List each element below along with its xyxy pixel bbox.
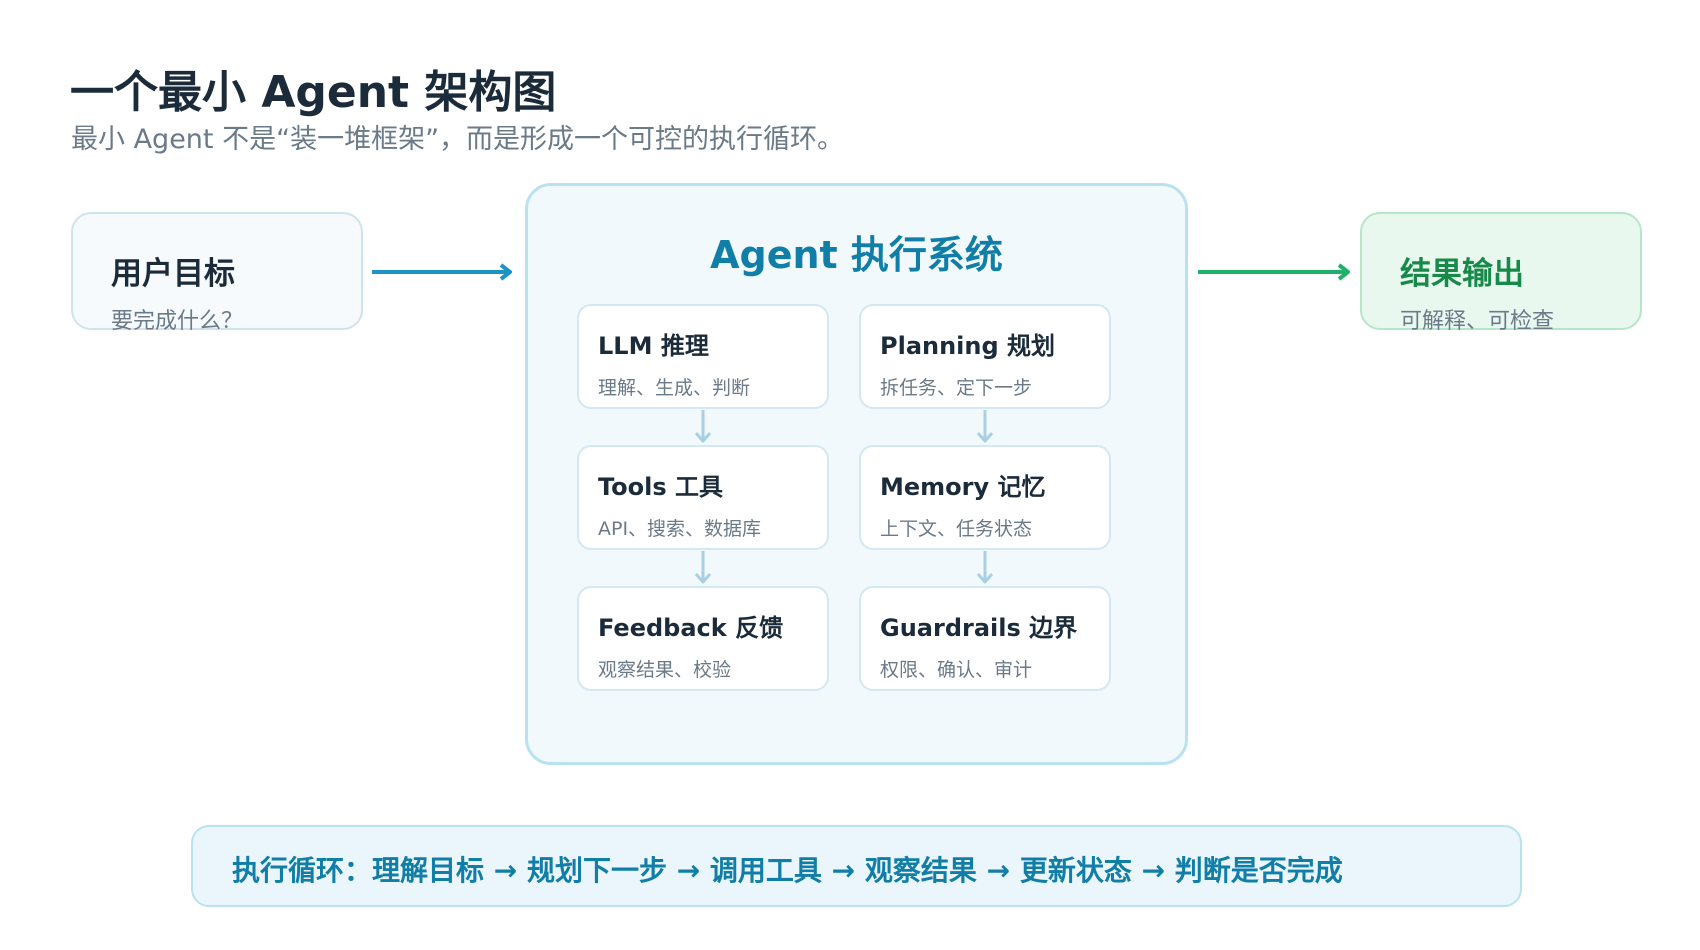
agent-system-panel: Agent 执行系统 LLM 推理 理解、生成、判断 Tools 工具 API、… [525,183,1188,765]
guardrails-card-subtitle: 权限、确认、审计 [880,659,1033,681]
llm-card: LLM 推理 理解、生成、判断 [577,304,829,409]
result-output-subtitle: 可解释、可检查 [1400,309,1555,334]
feedback-card-subtitle: 观察结果、校验 [598,659,732,681]
planning-to-memory-arrow-icon [976,410,994,443]
result-output-title: 结果输出 [1400,256,1524,292]
page-title: 一个最小 Agent 架构图 [70,67,557,118]
planning-card-title: Planning 规划 [880,332,1056,360]
tools-to-feedback-arrow-icon [694,551,712,584]
tools-card: Tools 工具 API、搜索、数据库 [577,445,829,550]
agent-system-title: Agent 执行系统 [710,233,1003,277]
memory-card: Memory 记忆 上下文、任务状态 [859,445,1111,550]
tools-card-title: Tools 工具 [598,473,724,501]
feedback-card-title: Feedback 反馈 [598,614,784,642]
memory-card-title: Memory 记忆 [880,473,1046,501]
execution-loop-banner: 执行循环：理解目标 → 规划下一步 → 调用工具 → 观察结果 → 更新状态 →… [191,825,1522,907]
page-subtitle: 最小 Agent 不是“装一堆框架”，而是形成一个可控的执行循环。 [71,124,845,155]
feedback-card: Feedback 反馈 观察结果、校验 [577,586,829,691]
guardrails-card-title: Guardrails 边界 [880,614,1078,642]
llm-card-title: LLM 推理 [598,332,709,360]
memory-to-guardrails-arrow-icon [976,551,994,584]
llm-card-subtitle: 理解、生成、判断 [598,377,751,399]
input-flow-arrow-icon [372,263,512,281]
llm-to-tools-arrow-icon [694,410,712,443]
output-flow-arrow-icon [1198,263,1350,281]
result-output-node: 结果输出 可解释、可检查 [1360,212,1642,334]
planning-card-subtitle: 拆任务、定下一步 [880,377,1033,399]
guardrails-card: Guardrails 边界 权限、确认、审计 [859,586,1111,691]
planning-card: Planning 规划 拆任务、定下一步 [859,304,1111,409]
tools-card-subtitle: API、搜索、数据库 [598,518,762,540]
memory-card-subtitle: 上下文、任务状态 [880,518,1033,540]
user-goal-subtitle: 要完成什么？ [111,309,244,334]
user-goal-title: 用户目标 [111,256,235,292]
user-goal-node: 用户目标 要完成什么？ [71,212,363,334]
